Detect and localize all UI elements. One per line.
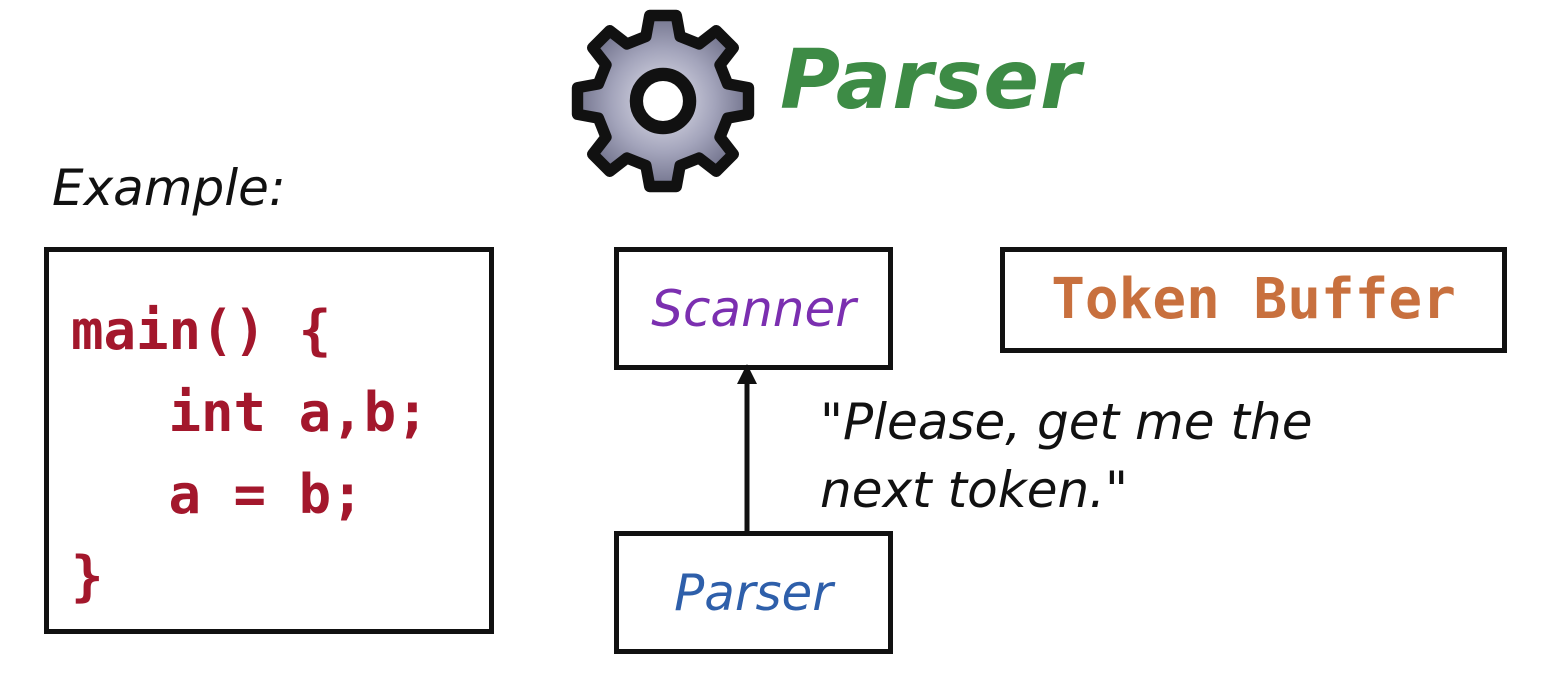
code-block: main() { int a,b; a = b; } [71,290,429,618]
scanner-label: Scanner [651,279,856,338]
quote-line: "Please, get me the [820,393,1313,451]
gear-icon [571,9,755,193]
code-line: int a,b; [71,381,429,444]
quote-line: next token." [820,461,1129,519]
parser-label: Parser [674,563,833,622]
scanner-node: Scanner [614,247,893,370]
parser-node: Parser [614,531,893,654]
page-title: Parser [780,33,1082,128]
token-buffer-node: Token Buffer [1000,247,1507,353]
code-line: main() { [71,299,332,362]
code-line: a = b; [71,463,364,526]
token-buffer-label: Token Buffer [1051,267,1456,332]
arrow-up-icon [737,364,757,536]
code-example-box: main() { int a,b; a = b; } [44,247,494,634]
request-quote: "Please, get me the next token." [820,388,1312,524]
example-label: Example: [52,159,286,217]
code-line: } [71,545,104,608]
